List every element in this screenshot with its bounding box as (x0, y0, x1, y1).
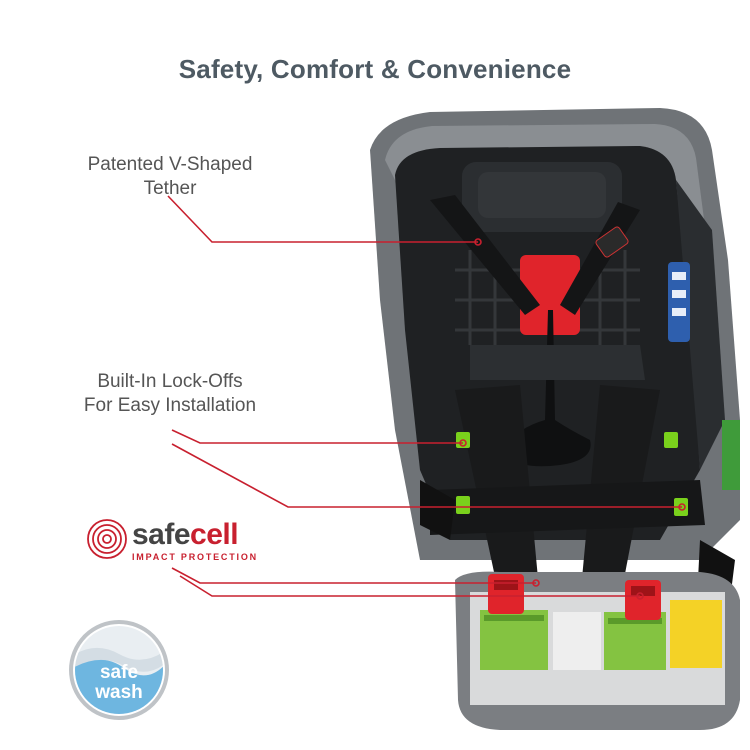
safecell-word-safe: safe (132, 518, 191, 551)
safecell-logo: safecell IMPACT PROTECTION (86, 516, 276, 562)
page-title: Safety, Comfort & Convenience (178, 54, 572, 84)
safecell-wordmark: safecell (132, 518, 239, 552)
lock-off-right-upper (664, 432, 678, 448)
tether-hub (520, 255, 580, 335)
lockoff-callout-line-upper (171, 429, 463, 444)
safewash-word-wash: wash (94, 682, 143, 703)
lock-off-left-lower (456, 496, 470, 514)
safewash-word-safe: safe (100, 662, 138, 683)
safecell-tagline: IMPACT PROTECTION (132, 552, 258, 562)
safecell-icon (87, 519, 127, 559)
lockoff-callout-line-lower (171, 443, 682, 508)
safecell-word-cell: cell (190, 518, 239, 551)
v-tether-strap-left (430, 195, 540, 315)
connector-callout-line-upper (171, 567, 536, 584)
connector-callout-line-lower (179, 575, 640, 597)
tether-callout-line (167, 195, 478, 243)
belt-path-plate (470, 345, 645, 380)
safewash-logo: safe wash (69, 620, 169, 720)
